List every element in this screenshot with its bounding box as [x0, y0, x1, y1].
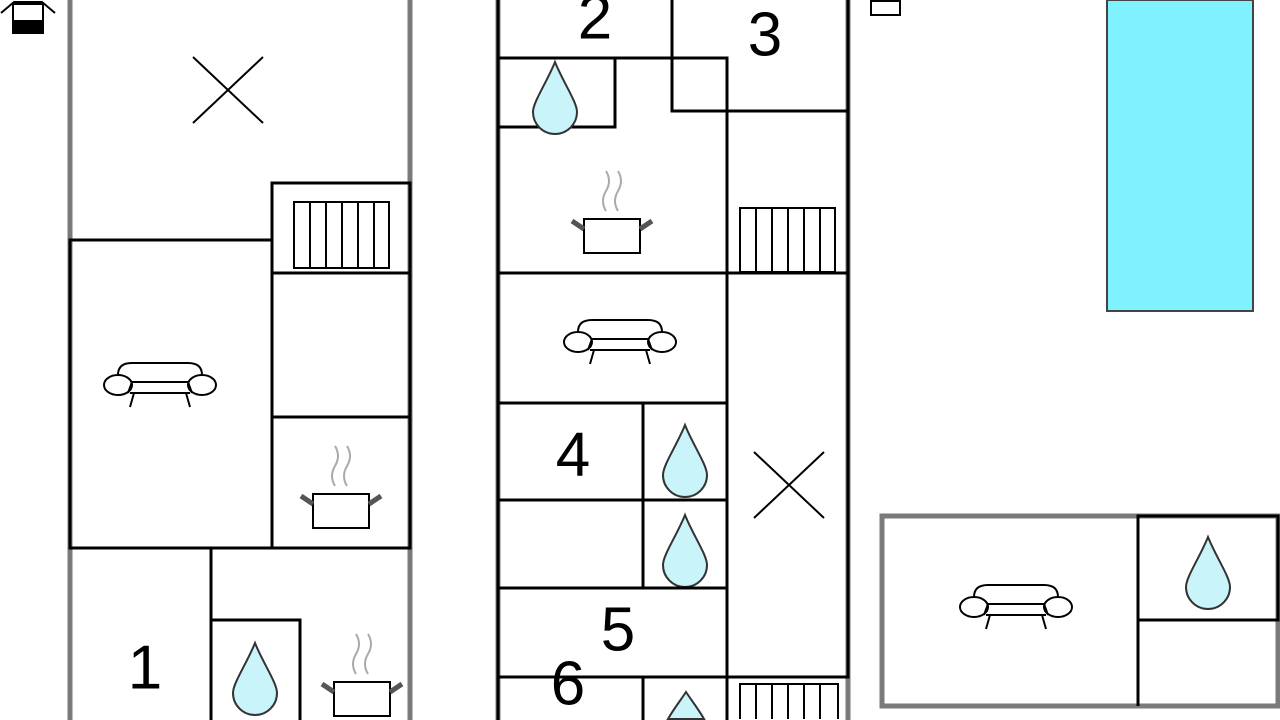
stairs-icon — [293, 201, 390, 269]
middle-building: 2 3 4 5 6 — [495, 0, 851, 720]
cooking-pot-icon — [572, 171, 652, 253]
room-number-4: 4 — [556, 421, 590, 490]
stairs-icon — [739, 207, 836, 273]
small-structure — [870, 0, 901, 16]
cooking-pot-icon — [301, 446, 381, 528]
house-icon — [0, 0, 56, 34]
room-number-5: 5 — [601, 596, 635, 665]
pool — [1106, 0, 1254, 312]
room-number-6: 6 — [551, 650, 585, 719]
cooking-pot-icon — [322, 634, 402, 716]
water-drop-icon — [1185, 536, 1231, 610]
room-number-2: 2 — [578, 0, 612, 53]
water-drop-icon — [232, 642, 278, 716]
water-drop-icon — [662, 514, 708, 588]
bedroom-x-icon — [192, 56, 264, 124]
left-building: 1 — [67, 0, 413, 720]
bathroom — [209, 618, 302, 720]
room-number-3: 3 — [748, 1, 782, 70]
sofa-icon — [103, 362, 217, 408]
sofa-icon — [563, 319, 677, 365]
water-drop-icon — [662, 424, 708, 498]
bedroom-x-icon — [753, 451, 825, 519]
sofa-icon — [959, 584, 1073, 630]
room-number-1: 1 — [128, 634, 162, 703]
stairs-icon — [739, 683, 839, 719]
right-building — [879, 513, 1280, 709]
water-drop-icon — [532, 61, 578, 135]
water-drop-icon — [666, 690, 706, 720]
